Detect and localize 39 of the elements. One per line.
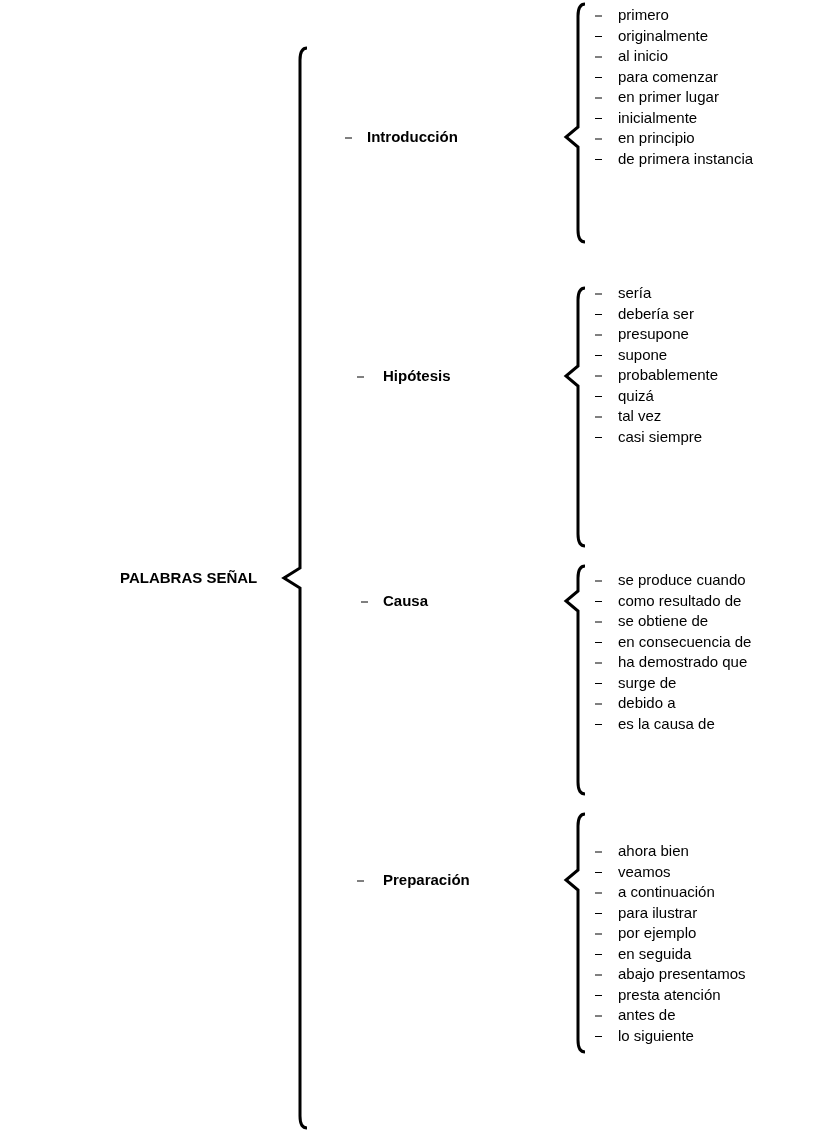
- list-item: debido a: [618, 694, 676, 712]
- list-item: ahora bien: [618, 842, 689, 860]
- list-item: por ejemplo: [618, 924, 697, 942]
- list-item: ha demostrado que: [618, 653, 748, 671]
- list-item: en consecuencia de: [618, 632, 752, 651]
- list-item: para ilustrar: [618, 903, 698, 922]
- list-item: debería ser: [618, 304, 694, 323]
- category-heading: Preparación: [383, 871, 470, 889]
- category-heading: Introducción: [367, 128, 458, 146]
- list-item: como resultado de: [618, 591, 742, 610]
- root-heading: PALABRAS SEÑAL: [120, 569, 258, 587]
- list-item: originalmente: [618, 26, 709, 45]
- category-heading: Hipótesis: [383, 367, 451, 385]
- list-item: inicialmente: [618, 108, 698, 127]
- list-item: para comenzar: [618, 67, 719, 86]
- list-item: sería: [618, 284, 652, 302]
- list-item: al inicio: [618, 47, 669, 65]
- list-item: antes de: [618, 1006, 676, 1024]
- list-item: abajo presentamos: [618, 965, 746, 983]
- list-item: probablemente: [618, 366, 719, 384]
- list-item: en primer lugar: [618, 88, 719, 106]
- list-item: a continuación: [618, 883, 715, 901]
- list-item: tal vez: [618, 407, 662, 425]
- list-item: presta atención: [618, 985, 721, 1004]
- list-item: es la causa de: [618, 714, 715, 733]
- list-item: supone: [618, 345, 668, 364]
- list-item: quizá: [618, 386, 654, 405]
- list-item: primero: [618, 6, 669, 24]
- list-item: casi siempre: [618, 427, 703, 446]
- list-item: presupone: [618, 325, 689, 343]
- list-item: de primera instancia: [618, 149, 754, 168]
- list-item: en principio: [618, 129, 695, 147]
- list-item: en seguida: [618, 944, 692, 963]
- list-item: lo siguiente: [618, 1026, 694, 1045]
- list-item: se produce cuando: [618, 571, 746, 589]
- list-item: surge de: [618, 673, 677, 692]
- list-item: veamos: [618, 862, 671, 881]
- list-item: se obtiene de: [618, 612, 709, 630]
- category-heading: Causa: [383, 592, 429, 610]
